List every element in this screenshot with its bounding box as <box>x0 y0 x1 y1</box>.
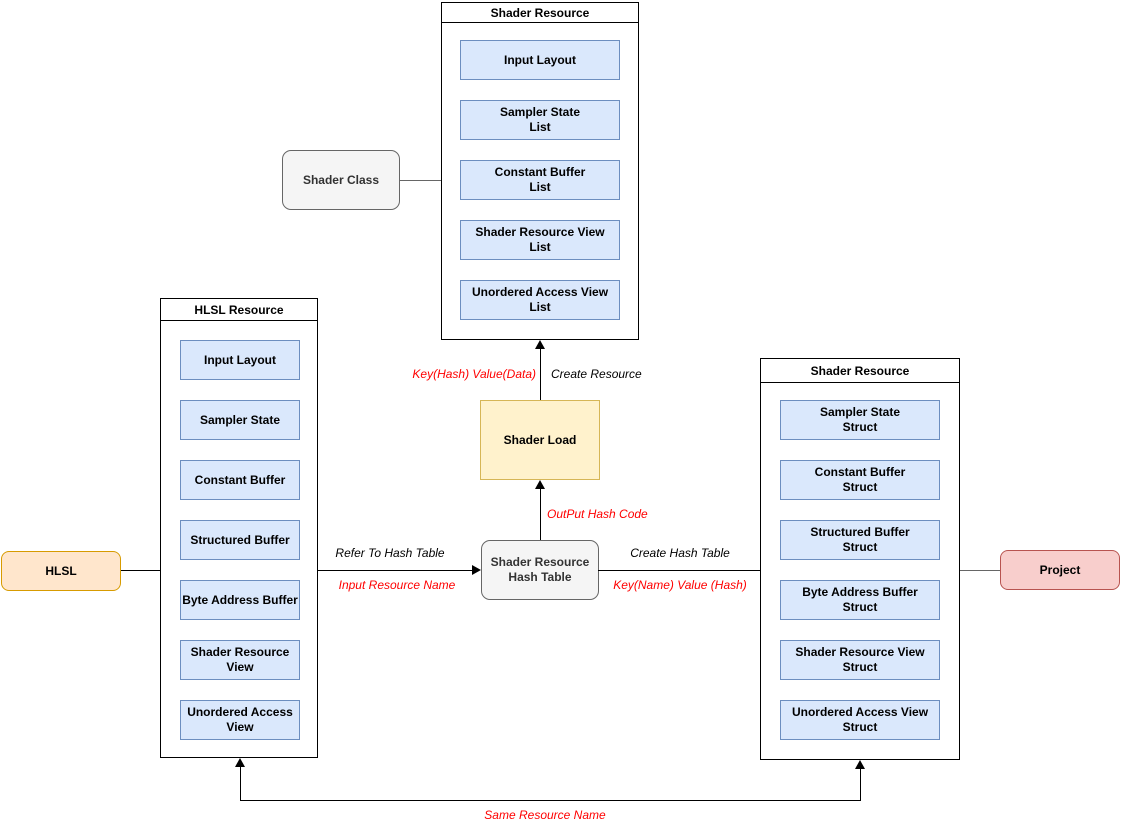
container-shader-resource-right-title: Shader Resource <box>761 359 959 383</box>
arrowhead-up-into-hlsl-resource <box>235 758 245 767</box>
hlsl-item-input-layout: Input Layout <box>180 340 300 380</box>
edge-hash-table-to-shader-load <box>540 488 541 540</box>
arrowhead-up-into-shader-load <box>535 480 545 489</box>
right-item-shader-resource-view-struct: Shader Resource View Struct <box>780 640 940 680</box>
edge-shader-load-to-top-container <box>540 348 541 400</box>
container-shader-resource-top: Shader Resource Input Layout Sampler Sta… <box>441 2 639 340</box>
arrowhead-up-into-right-container <box>855 760 865 769</box>
edge-shader-class-to-top-container <box>400 180 441 181</box>
node-hlsl: HLSL <box>1 551 121 591</box>
label-input-resource-name: Input Resource Name <box>338 578 456 592</box>
edge-bottom-horizontal <box>240 800 861 801</box>
top-item-sampler-state-list: Sampler State List <box>460 100 620 140</box>
node-shader-resource-hash-table: Shader Resource Hash Table <box>481 540 599 600</box>
label-output-hash-code: OutPut Hash Code <box>547 507 648 521</box>
edge-bottom-right-vertical <box>860 769 861 801</box>
node-shader-class: Shader Class <box>282 150 400 210</box>
edge-right-container-to-project <box>960 570 1000 571</box>
hlsl-item-shader-resource-view: Shader Resource View <box>180 640 300 680</box>
hlsl-item-sampler-state: Sampler State <box>180 400 300 440</box>
top-item-unordered-access-view-list: Unordered Access View List <box>460 280 620 320</box>
label-create-hash-table: Create Hash Table <box>630 546 730 560</box>
container-shader-resource-right: Shader Resource Sampler State Struct Con… <box>760 358 960 760</box>
arrowhead-up-into-top-container <box>535 340 545 349</box>
hlsl-item-structured-buffer: Structured Buffer <box>180 520 300 560</box>
hlsl-item-constant-buffer: Constant Buffer <box>180 460 300 500</box>
arrowhead-right-into-hash-table <box>472 565 481 575</box>
label-same-resource-name: Same Resource Name <box>484 808 606 822</box>
container-hlsl-resource-title: HLSL Resource <box>161 299 317 321</box>
right-item-unordered-access-view-struct: Unordered Access View Struct <box>780 700 940 740</box>
label-key-hash-value-data: Key(Hash) Value(Data) <box>412 367 536 381</box>
hlsl-item-byte-address-buffer: Byte Address Buffer <box>180 580 300 620</box>
container-hlsl-resource: HLSL Resource Input Layout Sampler State… <box>160 298 318 758</box>
edge-hlsl-resource-to-hash-table <box>318 570 474 571</box>
container-shader-resource-top-title: Shader Resource <box>442 3 638 23</box>
edge-bottom-left-vertical <box>240 767 241 801</box>
top-item-input-layout: Input Layout <box>460 40 620 80</box>
hlsl-item-unordered-access-view: Unordered Access View <box>180 700 300 740</box>
label-refer-to-hash-table: Refer To Hash Table <box>335 546 445 560</box>
edge-hash-table-to-right-container <box>598 570 760 571</box>
right-item-constant-buffer-struct: Constant Buffer Struct <box>780 460 940 500</box>
node-project: Project <box>1000 550 1120 590</box>
top-item-constant-buffer-list: Constant Buffer List <box>460 160 620 200</box>
edge-hlsl-to-hlsl-resource <box>121 570 160 571</box>
top-item-shader-resource-view-list: Shader Resource View List <box>460 220 620 260</box>
right-item-byte-address-buffer-struct: Byte Address Buffer Struct <box>780 580 940 620</box>
label-key-name-value-hash: Key(Name) Value (Hash) <box>613 578 747 592</box>
right-item-sampler-state-struct: Sampler State Struct <box>780 400 940 440</box>
right-item-structured-buffer-struct: Structured Buffer Struct <box>780 520 940 560</box>
node-shader-load: Shader Load <box>480 400 600 480</box>
label-create-resource: Create Resource <box>551 367 642 381</box>
